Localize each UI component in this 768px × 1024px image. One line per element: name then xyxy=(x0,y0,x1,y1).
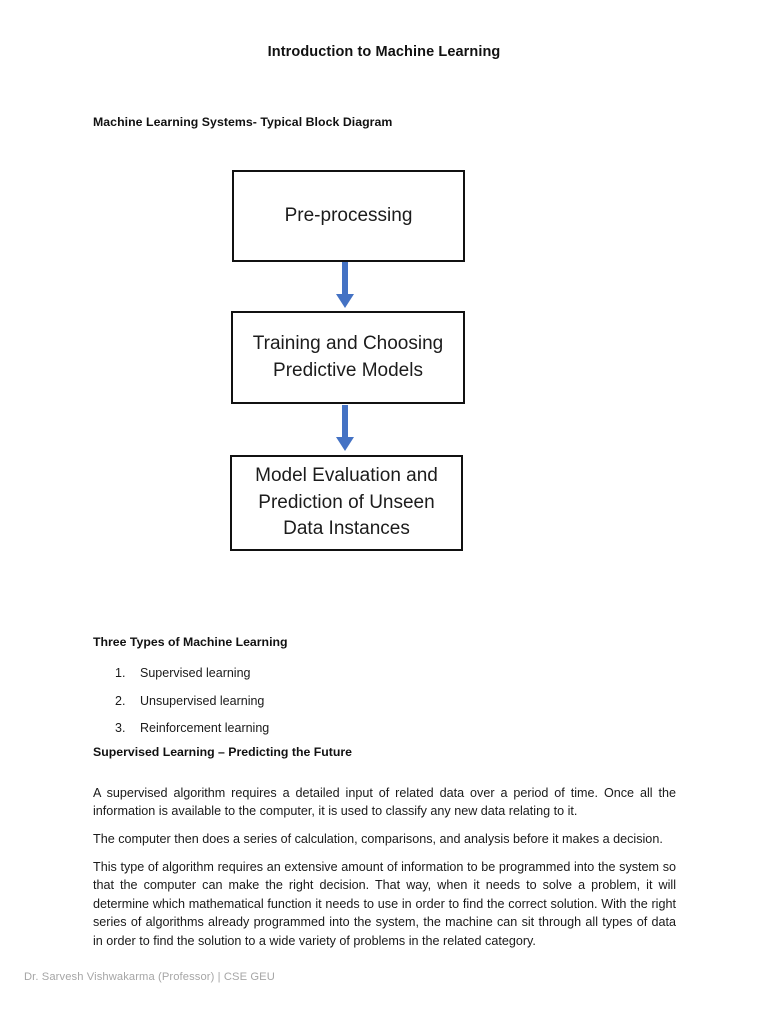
arrow-down-icon-training-to-evaluation xyxy=(336,405,354,451)
paragraph-algorithm-detail: This type of algorithm requires an exten… xyxy=(93,859,676,948)
heading-three-types-of-machine-learning: Three Types of Machine Learning xyxy=(93,635,288,649)
list-item-label: Unsupervised learning xyxy=(140,693,265,708)
section-heading-block-diagram: Machine Learning Systems- Typical Block … xyxy=(93,115,393,129)
heading-supervised-learning: Supervised Learning – Predicting the Fut… xyxy=(93,745,352,759)
footer-author: Dr. Sarvesh Vishwakarma (Professor) | CS… xyxy=(24,971,275,983)
list-item-number: 2. xyxy=(115,693,126,708)
diagram-box-training: Training and Choosing Predictive Models xyxy=(231,311,465,404)
page-title: Introduction to Machine Learning xyxy=(267,44,501,60)
diagram-box-preprocessing-label: Pre-processing xyxy=(284,204,413,226)
diagram-box-evaluation: Model Evaluation and Prediction of Unsee… xyxy=(230,455,463,551)
list-item-number: 1. xyxy=(115,666,126,680)
diagram-box-preprocessing: Pre-processing xyxy=(232,170,465,262)
list-item: 3. Reinforcement learning xyxy=(93,715,493,743)
paragraph-computer-calculation: The computer then does a series of calcu… xyxy=(93,831,663,846)
list-item-label: Reinforcement learning xyxy=(140,721,270,735)
list-item-label: Supervised learning xyxy=(140,666,251,680)
list-item: 1. Supervised learning xyxy=(93,660,493,688)
list-item: 2. Unsupervised learning xyxy=(93,688,493,716)
paragraph-supervised-overview: A supervised algorithm requires a detail… xyxy=(93,785,676,819)
diagram-box-evaluation-label: Model Evaluation and Prediction of Unsee… xyxy=(255,464,438,540)
three-types-list: 1. Supervised learning 2. Unsupervised l… xyxy=(93,660,493,743)
arrow-down-icon-preprocessing-to-training xyxy=(336,262,354,308)
diagram-box-training-label: Training and Choosing Predictive Models xyxy=(252,332,444,381)
list-item-number: 3. xyxy=(115,721,126,735)
block-diagram: Pre-processing Training and Choosing Pre… xyxy=(230,170,465,551)
